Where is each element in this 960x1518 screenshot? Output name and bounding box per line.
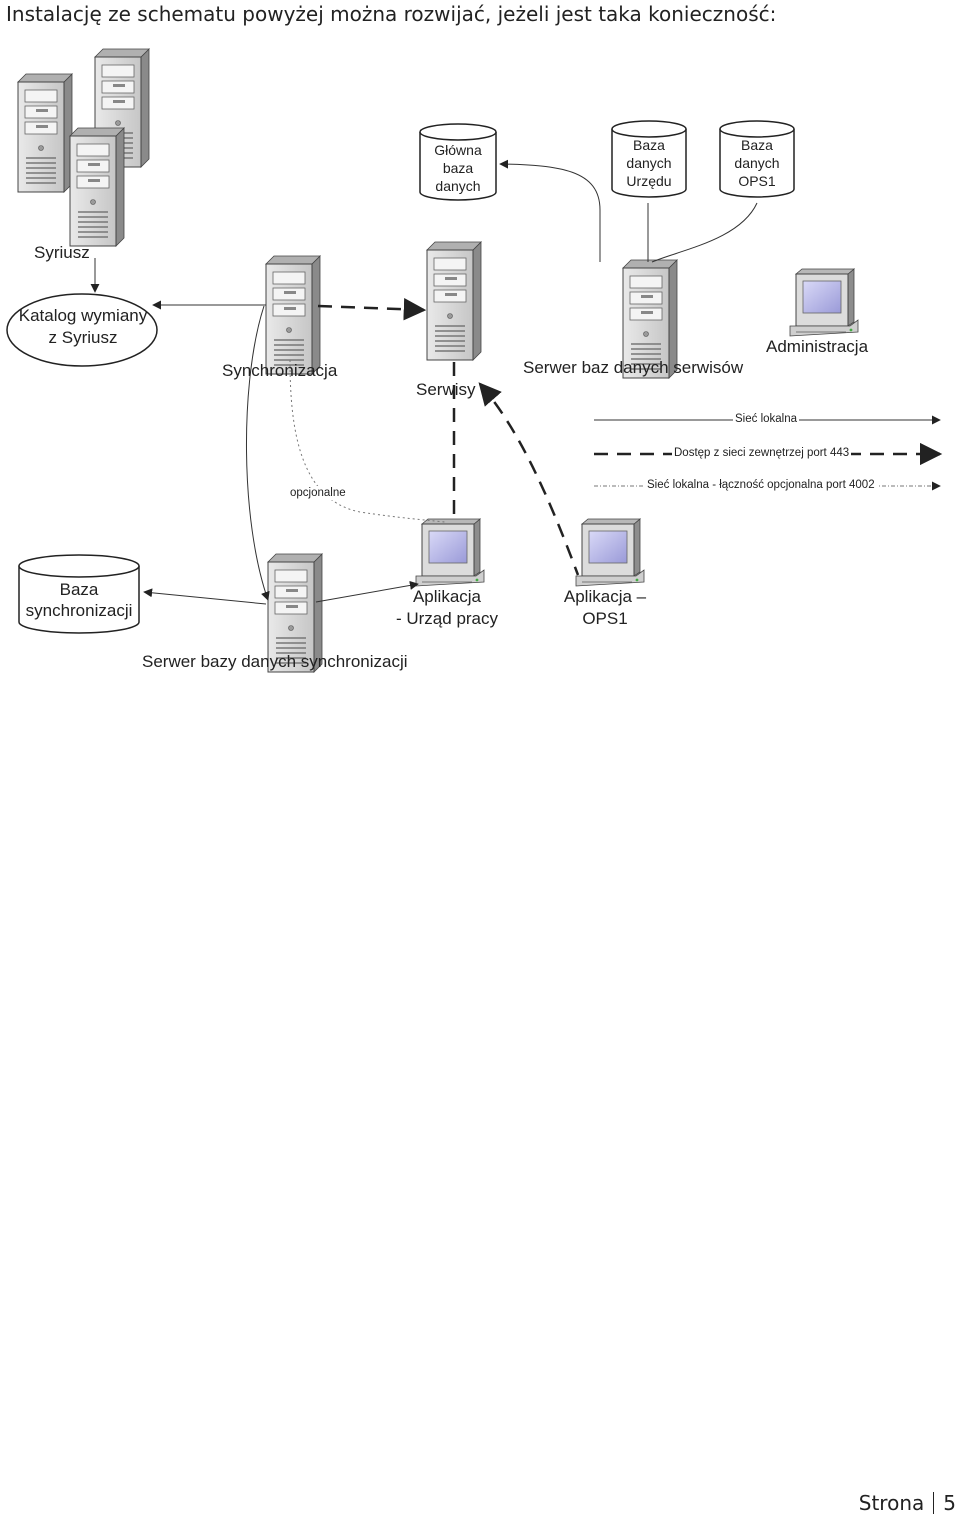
app-urzad-line2: - Urząd pracy — [395, 609, 499, 628]
katalog-label-line1: Katalog wymiany — [18, 306, 148, 325]
conn-serwersync-app — [315, 580, 419, 603]
page-footer: Strona 5 — [859, 1491, 956, 1515]
db-urzedu-line3: Urzędu — [626, 173, 672, 189]
app-ops1-line1: Aplikacja – — [563, 587, 647, 606]
conn-sync-serwersync — [246, 305, 270, 601]
app-urzad-line1: Aplikacja — [412, 587, 482, 606]
db-glowna-line3: danych — [435, 178, 481, 194]
label-serwisy: Serwisy — [416, 380, 476, 399]
label-administracja: Administracja — [766, 337, 869, 356]
db-ops1-line3: OPS1 — [738, 173, 776, 189]
label-syriusz: Syriusz — [34, 243, 90, 262]
network-diagram — [6, 48, 943, 673]
footer-separator — [933, 1492, 935, 1514]
conn-serwisy-app-ops1 — [478, 382, 580, 576]
db-glowna-line1: Główna — [434, 142, 482, 158]
katalog-label-line2: z Syriusz — [48, 328, 118, 347]
legend-optional-label: Sieć lokalna - łączność opcjonalna port … — [645, 478, 877, 492]
footer-label: Strona — [858, 1491, 925, 1515]
conn-sync-serwisy — [317, 297, 427, 321]
db-ops1-line2: danych — [734, 155, 780, 171]
synchronizacja-server-icon — [265, 255, 321, 375]
db-sync-line2: synchronizacji — [25, 601, 133, 620]
syriusz-server-icon — [69, 127, 125, 247]
legend-local-label: Sieć lokalna — [733, 412, 800, 426]
label-serwer-sync: Serwer bazy danych synchronizacji — [142, 652, 408, 671]
db-urzedu-line1: Baza — [633, 137, 665, 153]
label-serwer-baz: Serwer baz danych serwisów — [523, 358, 744, 377]
katalog-ellipse — [6, 293, 158, 367]
db-urzedu-line2: danych — [626, 155, 672, 171]
db-ops1-line1: Baza — [741, 137, 773, 153]
syriusz-server-icon — [17, 73, 73, 193]
baza-ops1-cylinder — [719, 120, 795, 198]
label-opcjonalne: opcjonalne — [288, 486, 348, 500]
serwisy-server-icon — [426, 241, 482, 361]
baza-urzedu-cylinder — [611, 120, 687, 198]
conn-serwer-glowna — [499, 159, 601, 262]
intro-text: Instalację ze schematu powyżej można roz… — [6, 2, 777, 26]
label-synchronizacja: Synchronizacja — [222, 361, 338, 380]
administracja-pc-icon — [789, 268, 859, 337]
conn-optional — [289, 359, 446, 523]
db-sync-line1: Baza — [59, 580, 99, 599]
baza-sync-cylinder — [18, 554, 140, 634]
app-ops1-line2: OPS1 — [582, 609, 628, 628]
db-glowna-line2: baza — [442, 160, 474, 176]
aplikacja-urzad-pc-icon — [415, 518, 485, 587]
aplikacja-ops1-pc-icon — [575, 518, 645, 587]
conn-serwer-ops1 — [651, 202, 758, 263]
glowna-baza-cylinder — [419, 123, 497, 201]
conn-serwersync-bazasync — [143, 588, 267, 605]
footer-page-number: 5 — [943, 1491, 956, 1515]
legend-external-label: Dostęp z sieci zewnętrzej port 443 — [672, 446, 852, 460]
